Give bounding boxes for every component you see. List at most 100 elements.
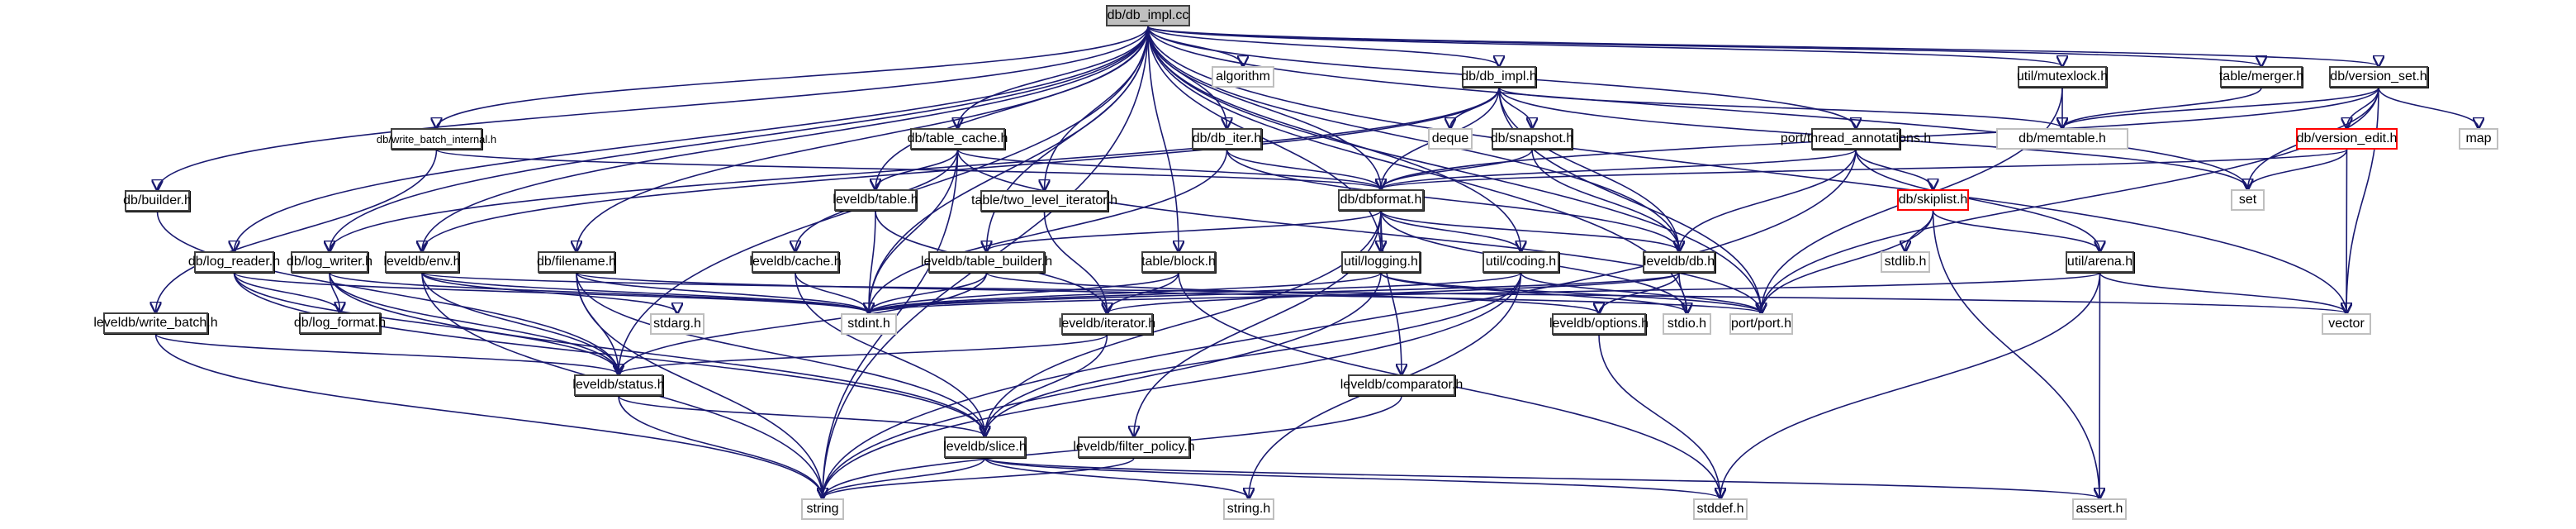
node-db-db-impl-h[interactable]: db/db_impl.h: [1461, 66, 1537, 88]
edge-db_dbformat-to-util_coding: [1380, 210, 1521, 251]
node-leveldb-status[interactable]: leveldb/status.h: [572, 374, 665, 396]
node-db-log-reader[interactable]: db/log_reader.h: [188, 251, 280, 273]
node-db-version-edit[interactable]: db/version_edit.h: [2296, 128, 2398, 150]
edge-db_db_iter-to-db_dbformat: [1226, 149, 1382, 189]
node-leveldb-slice[interactable]: leveldb/slice.h: [943, 436, 1027, 458]
node-db-version-set[interactable]: db/version_set.h: [2329, 66, 2428, 88]
node-leveldb-write-batch[interactable]: leveldb/write_batch.h: [93, 312, 218, 334]
edge-db_impl_cc-to-vector: [1147, 26, 2346, 313]
edge-db_snapshot-to-leveldb_db: [1531, 149, 1679, 251]
edge-util_logging-to-stdint: [869, 272, 1382, 313]
node-assert[interactable]: assert.h: [2072, 498, 2127, 520]
node-db-log-writer[interactable]: db/log_writer.h: [287, 251, 372, 273]
node-util-arena[interactable]: util/arena.h: [2066, 251, 2134, 273]
edge-db_skiplist-to-assert: [1932, 210, 2100, 498]
edge-db_impl_cc-to-db_version_set: [1147, 26, 2379, 66]
edge-db_impl_cc-to-db_log_writer: [330, 26, 1149, 251]
edge-db_db_iter-to-leveldb_db: [1226, 149, 1680, 251]
edge-leveldb_iterator-to-leveldb_status: [619, 334, 1108, 374]
edge-db_filename-to-string: [576, 272, 823, 498]
node-port-thread-annotations[interactable]: db/memtable.h: [1996, 128, 2128, 150]
node-deque[interactable]: deque: [1428, 128, 1473, 150]
edge-db_impl_cc-to-set: [1147, 26, 2248, 189]
node-port-port[interactable]: port/port.h: [1729, 313, 1793, 335]
edge-db_impl_cc-to-db_write_batch_internal: [437, 26, 1149, 128]
edge-leveldb_write_batch-to-string: [154, 333, 823, 498]
node-db-builder[interactable]: db/builder.h: [123, 190, 192, 212]
edge-db_version_set-to-vector: [2346, 87, 2379, 313]
edge-db_table_cache-to-port_port: [956, 149, 1762, 313]
node-util-coding[interactable]: util/coding.h: [1483, 251, 1559, 273]
node-db-impl-cc[interactable]: db/db_impl.cc: [1106, 5, 1190, 26]
node-map[interactable]: map: [2459, 128, 2498, 150]
node-db-skiplist[interactable]: db/skiplist.h: [1897, 189, 1969, 211]
node-leveldb-table[interactable]: leveldb/table.h: [833, 189, 918, 211]
edge-util_logging-to-stdio: [1380, 272, 1687, 313]
edge-db_memtable-to-db_dbformat: [1381, 149, 1857, 189]
node-set[interactable]: set: [2231, 189, 2265, 211]
edge-db_dbformat-to-leveldb_slice: [985, 210, 1382, 436]
node-string-h[interactable]: string.h: [1223, 498, 1274, 520]
node-table-block[interactable]: table/block.h: [1141, 251, 1216, 273]
node-leveldb-options[interactable]: leveldb/options.h: [1549, 313, 1649, 335]
edge-util_logging-to-string: [823, 272, 1382, 498]
edge-table_block-to-stdint: [869, 272, 1179, 313]
node-leveldb-table-builder[interactable]: leveldb/table_builder.h: [921, 251, 1052, 273]
node-db-write-batch-internal[interactable]: db/write_batch_internal.h: [377, 128, 496, 150]
node-stdarg[interactable]: stdarg.h: [650, 313, 704, 335]
edge-leveldb_db-to-leveldb_options: [1599, 272, 1680, 313]
edge-util_logging-to-port_port: [1380, 272, 1762, 313]
edge-db_filename-to-stdint: [576, 272, 869, 313]
edge-db_memtable-to-util_arena: [1855, 149, 2100, 251]
edge-db_impl_cc-to-leveldb_env: [422, 26, 1149, 251]
edge-leveldb_table-to-stdint: [869, 210, 876, 313]
edge-db_impl_cc-to-stdint: [869, 26, 1149, 313]
edge-db_log_reader-to-leveldb_slice: [233, 272, 985, 436]
edge-db_db_iter-to-stdint: [869, 149, 1228, 313]
node-leveldb-db[interactable]: leveldb/db.h: [1643, 251, 1715, 273]
edge-db_impl_cc-to-util_logging: [1147, 26, 1381, 251]
edge-table_two_level_iterator-to-leveldb_iterator: [1043, 211, 1108, 313]
edge-util_arena-to-vector: [2099, 272, 2347, 313]
node-table-two-level-iterator[interactable]: table/two_level_iterator.h: [971, 190, 1117, 212]
edge-leveldb_db-to-stdio: [1678, 272, 1687, 313]
node-stdlib[interactable]: stdlib.h: [1881, 251, 1930, 273]
edge-util_coding-to-leveldb_slice: [985, 272, 1522, 436]
node-db-snapshot[interactable]: db/snapshot.h: [1491, 128, 1573, 150]
node-leveldb-comparator[interactable]: leveldb/comparator.h: [1340, 374, 1463, 396]
edge-util_arena-to-assert: [2099, 272, 2100, 498]
edge-db_impl_cc-to-db_builder: [158, 26, 1149, 190]
edge-leveldb_write_batch-to-leveldb_status: [154, 333, 619, 374]
edge-leveldb_filter_policy-to-string: [823, 457, 1135, 498]
edge-leveldb_slice-to-assert: [984, 457, 2100, 498]
node-leveldb-filter-policy[interactable]: leveldb/filter_policy.h: [1073, 436, 1195, 458]
edge-db_skiplist-to-util_arena: [1932, 210, 2100, 251]
node-db-table-cache[interactable]: db/table_cache.h: [908, 128, 1008, 150]
node-db-log-format[interactable]: db/log_format.h: [294, 312, 386, 334]
node-stddef[interactable]: stddef.h: [1693, 498, 1748, 520]
edge-leveldb_options-to-stddef: [1598, 334, 1720, 498]
node-leveldb-env[interactable]: leveldb/env.h: [383, 251, 461, 273]
edge-leveldb_env-to-stdarg: [421, 272, 677, 313]
node-stdio[interactable]: stdio.h: [1663, 313, 1711, 335]
node-util-logging[interactable]: util/logging.h: [1341, 251, 1421, 273]
node-leveldb-cache[interactable]: leveldb/cache.h: [749, 251, 842, 273]
edge-db_impl_cc-to-db_dbformat: [1147, 26, 1381, 189]
node-db-filename[interactable]: db/filename.h: [537, 251, 616, 273]
edge-leveldb_iterator-to-leveldb_slice: [985, 334, 1108, 436]
node-stdint[interactable]: stdint.h: [841, 313, 897, 335]
node-vector[interactable]: vector: [2322, 313, 2371, 335]
edge-db_impl_cc-to-db_table_cache: [958, 26, 1149, 128]
node-table-merger[interactable]: table/merger.h: [2219, 66, 2303, 88]
edge-db_version_edit-to-vector: [2346, 149, 2347, 313]
edge-db_dbformat-to-leveldb_table_builder: [987, 210, 1382, 251]
node-db-memtable[interactable]: port/thread_annotations.h: [1781, 128, 1931, 150]
node-algorithm[interactable]: algorithm: [1212, 66, 1274, 88]
node-db-dbformat[interactable]: db/dbformat.h: [1338, 189, 1424, 211]
edge-leveldb_slice-to-string_h: [984, 457, 1250, 498]
edge-leveldb_db-to-stdint: [869, 272, 1680, 313]
node-db-db-iter[interactable]: db/db_iter.h: [1192, 128, 1262, 150]
node-util-mutexlock[interactable]: util/mutexlock.h: [2017, 66, 2108, 88]
node-string[interactable]: string: [801, 498, 844, 520]
node-leveldb-iterator[interactable]: leveldb/iterator.h: [1059, 313, 1155, 335]
